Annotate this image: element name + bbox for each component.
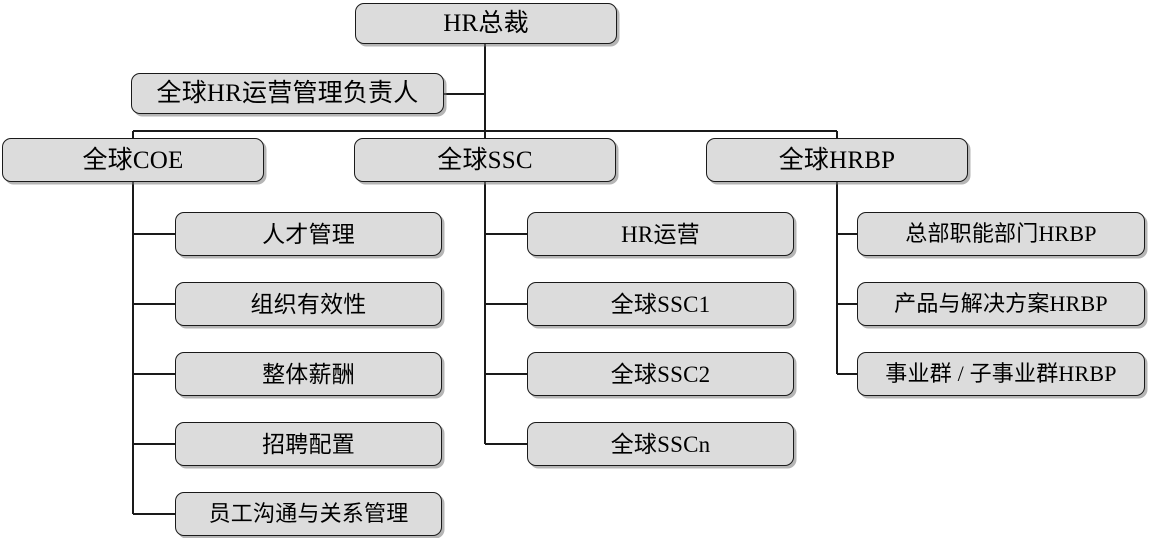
node-coe-recruiting-staffing[interactable]: 招聘配置 [175,422,442,466]
node-label: 招聘配置 [262,431,355,457]
node-label: 事业群 / 子事业群HRBP [885,361,1117,386]
node-label: 总部职能部门HRBP [905,221,1097,246]
node-hr-president[interactable]: HR总裁 [355,3,617,44]
node-hrbp-business-group[interactable]: 事业群 / 子事业群HRBP [857,352,1145,396]
node-label: 组织有效性 [250,291,367,317]
node-global-hrbp[interactable]: 全球HRBP [706,138,968,182]
node-coe-total-rewards[interactable]: 整体薪酬 [175,352,442,396]
node-global-hr-operations-lead[interactable]: 全球HR运营管理负责人 [131,73,444,114]
node-ssc-hr-operations[interactable]: HR运营 [527,212,794,256]
node-label: 全球SSC2 [610,361,711,387]
node-label: 全球COE [82,146,184,174]
node-global-coe[interactable]: 全球COE [2,138,264,182]
node-label: 全球SSC [437,146,533,174]
node-label: 全球HRBP [778,146,896,174]
node-hrbp-products-solutions[interactable]: 产品与解决方案HRBP [857,282,1145,326]
node-ssc-global-ssc2[interactable]: 全球SSC2 [527,352,794,396]
node-label: 整体薪酬 [262,361,355,387]
node-label: 人才管理 [262,221,355,247]
node-coe-employee-communication-relations[interactable]: 员工沟通与关系管理 [175,492,442,536]
node-ssc-global-ssc1[interactable]: 全球SSC1 [527,282,794,326]
node-global-ssc[interactable]: 全球SSC [354,138,616,182]
node-label: 全球SSCn [610,431,711,457]
node-coe-organizational-effectiveness[interactable]: 组织有效性 [175,282,442,326]
node-ssc-global-sscn[interactable]: 全球SSCn [527,422,794,466]
node-label: 产品与解决方案HRBP [894,291,1108,316]
node-label: 员工沟通与关系管理 [208,501,409,526]
node-label: 全球SSC1 [610,291,711,317]
node-label: HR总裁 [443,10,529,37]
node-label: HR运营 [621,221,700,247]
node-label: 全球HR运营管理负责人 [156,80,419,107]
node-hrbp-headquarters-functions[interactable]: 总部职能部门HRBP [857,212,1145,256]
node-coe-talent-management[interactable]: 人才管理 [175,212,442,256]
